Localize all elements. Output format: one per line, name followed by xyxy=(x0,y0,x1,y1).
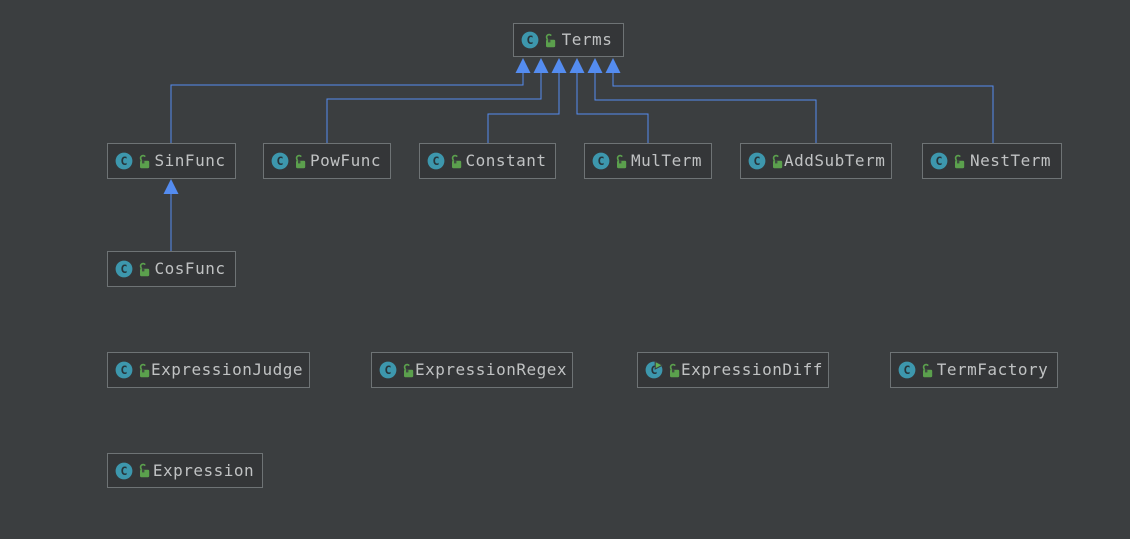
unlocked-icon xyxy=(668,363,681,378)
class-node-termfactory[interactable]: C TermFactory xyxy=(890,352,1058,388)
svg-text:C: C xyxy=(277,154,284,168)
svg-text:C: C xyxy=(904,363,911,377)
inheritance-edge-addsubterm-to-terms xyxy=(587,58,817,143)
class-icon: C xyxy=(898,361,916,379)
inheritance-arrowhead xyxy=(515,58,531,73)
inheritance-arrowhead xyxy=(587,58,603,73)
class-node-expressiondiff[interactable]: C ExpressionDiff xyxy=(637,352,829,388)
class-node-label: NestTerm xyxy=(969,151,1052,170)
class-node-nestterm[interactable]: C NestTerm xyxy=(922,143,1062,179)
class-node-label: AddSubTerm xyxy=(784,151,886,170)
unlocked-icon xyxy=(544,33,557,48)
class-node-addsubterm[interactable]: C AddSubTerm xyxy=(740,143,892,179)
class-node-label: ExpressionJudge xyxy=(151,360,303,379)
unlocked-icon xyxy=(294,154,307,169)
unlocked-icon xyxy=(771,154,784,169)
inheritance-edge-nestterm-to-terms xyxy=(605,58,994,143)
unlocked-icon xyxy=(138,154,151,169)
class-icon: C xyxy=(271,152,289,170)
class-icon: C xyxy=(115,361,133,379)
inheritance-edge-powfunc-to-terms xyxy=(326,58,549,143)
class-icon: C xyxy=(592,152,610,170)
svg-text:C: C xyxy=(121,262,128,276)
inheritance-arrowhead xyxy=(551,58,567,73)
class-node-label: TermFactory xyxy=(936,360,1049,379)
class-node-label: Expression xyxy=(152,460,255,480)
unlocked-icon xyxy=(138,262,151,277)
class-node-label: CosFunc xyxy=(154,259,226,278)
class-icon: C xyxy=(930,152,948,170)
class-node-powfunc[interactable]: C PowFunc xyxy=(263,143,391,179)
svg-text:C: C xyxy=(385,363,392,377)
unlocked-icon xyxy=(402,363,415,378)
class-icon: C xyxy=(115,260,133,278)
unlocked-icon xyxy=(138,463,151,478)
inheritance-edge-cosfunc-to-sinfunc xyxy=(163,179,179,251)
class-node-label: PowFunc xyxy=(310,151,381,170)
svg-text:C: C xyxy=(651,363,658,377)
inheritance-arrowhead xyxy=(533,58,549,73)
unlocked-icon xyxy=(615,154,628,169)
inheritance-arrowhead xyxy=(605,58,621,73)
class-node-expressionjudge[interactable]: C ExpressionJudge xyxy=(107,352,310,388)
svg-text:C: C xyxy=(121,464,128,478)
svg-text:C: C xyxy=(433,154,440,168)
class-icon: C xyxy=(521,31,539,49)
unlocked-icon xyxy=(921,363,934,378)
class-icon: C xyxy=(427,152,445,170)
class-icon: C xyxy=(115,152,133,170)
svg-text:C: C xyxy=(121,154,128,168)
class-node-label: MulTerm xyxy=(631,151,702,170)
class-icon: C xyxy=(748,152,766,170)
svg-text:C: C xyxy=(121,363,128,377)
unlocked-icon xyxy=(953,154,966,169)
svg-text:C: C xyxy=(598,154,605,168)
inheritance-edge-multerm-to-terms xyxy=(569,58,649,143)
class-node-expressionregex[interactable]: C ExpressionRegex xyxy=(371,352,573,388)
inheritance-edge-sinfunc-to-terms xyxy=(170,58,531,143)
class-node-constant[interactable]: C Constant xyxy=(419,143,556,179)
svg-text:C: C xyxy=(754,154,761,168)
runnable-class-icon: C xyxy=(645,361,663,379)
class-node-sinfunc[interactable]: C SinFunc xyxy=(107,143,236,179)
class-node-label: ExpressionDiff xyxy=(681,360,823,379)
class-icon: C xyxy=(379,361,397,379)
inheritance-edge-constant-to-terms xyxy=(487,58,567,143)
class-node-label: SinFunc xyxy=(154,151,226,170)
class-node-label: Constant xyxy=(465,151,547,170)
inheritance-arrowhead xyxy=(569,58,585,73)
class-icon: C xyxy=(115,462,133,480)
class-node-label: ExpressionRegex xyxy=(415,360,567,379)
unlocked-icon xyxy=(450,154,463,169)
class-node-label: Terms xyxy=(561,30,613,49)
class-node-cosfunc[interactable]: C CosFunc xyxy=(107,251,236,287)
class-node-multerm[interactable]: C MulTerm xyxy=(584,143,712,179)
svg-text:C: C xyxy=(936,154,943,168)
class-node-expression[interactable]: C Expression xyxy=(107,453,263,488)
svg-text:C: C xyxy=(527,33,534,47)
class-node-terms[interactable]: C Terms xyxy=(513,23,624,57)
inheritance-arrowhead xyxy=(163,179,179,194)
unlocked-icon xyxy=(138,363,151,378)
